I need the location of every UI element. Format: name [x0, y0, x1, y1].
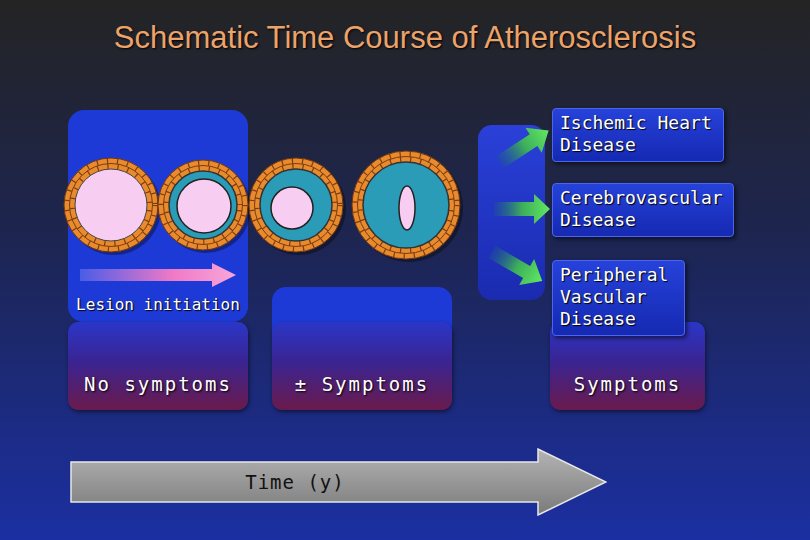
time-arrow: Time (y)	[70, 448, 607, 516]
node-text: Ischemic Heart Disease	[560, 112, 717, 156]
outcome-arrow	[485, 239, 550, 294]
time-arrow-outline	[71, 449, 606, 515]
text-holder: Symptoms	[574, 372, 682, 396]
outcome-box: Ischemic Heart Disease	[552, 108, 724, 162]
artery-cross-section	[158, 160, 251, 253]
progression-arrow	[80, 263, 236, 287]
stage-label-box: Lesion initiation	[68, 288, 248, 322]
symptom-box: No symptoms	[68, 322, 248, 410]
node-text: No symptoms	[84, 372, 232, 396]
outcome-arrow	[492, 118, 557, 175]
text-holder: Peripheral Vascular Disease	[560, 264, 678, 330]
text-holder: Time (y)	[70, 462, 520, 502]
text-holder: ± Symptoms	[295, 372, 429, 396]
text-holder: No symptoms	[84, 372, 232, 396]
text-holder: Ischemic Heart Disease	[560, 112, 717, 156]
outcome-box: Cerebrovascular Disease	[552, 183, 734, 237]
artery-cross-section	[249, 158, 346, 255]
node-text: Time (y)	[245, 470, 345, 494]
node-text: Peripheral Vascular Disease	[560, 264, 678, 330]
outcome-arrow	[494, 194, 550, 224]
text-holder: Lesion initiation	[76, 295, 240, 315]
node-text: Lesion initiation	[76, 295, 240, 315]
outcome-box: Peripheral Vascular Disease	[552, 260, 685, 336]
symptom-box: ± Symptoms	[272, 322, 452, 410]
diagram-title: Schematic Time Course of Atherosclerosis	[0, 20, 810, 56]
text-holder: Cerebrovascular Disease	[560, 187, 727, 231]
node-text: Cerebrovascular Disease	[560, 187, 727, 231]
artery-cross-section	[64, 158, 161, 255]
node-text: Symptoms	[574, 372, 682, 396]
stage-panel	[68, 110, 248, 322]
artery-cross-section	[352, 151, 463, 262]
node-text: ± Symptoms	[295, 372, 429, 396]
